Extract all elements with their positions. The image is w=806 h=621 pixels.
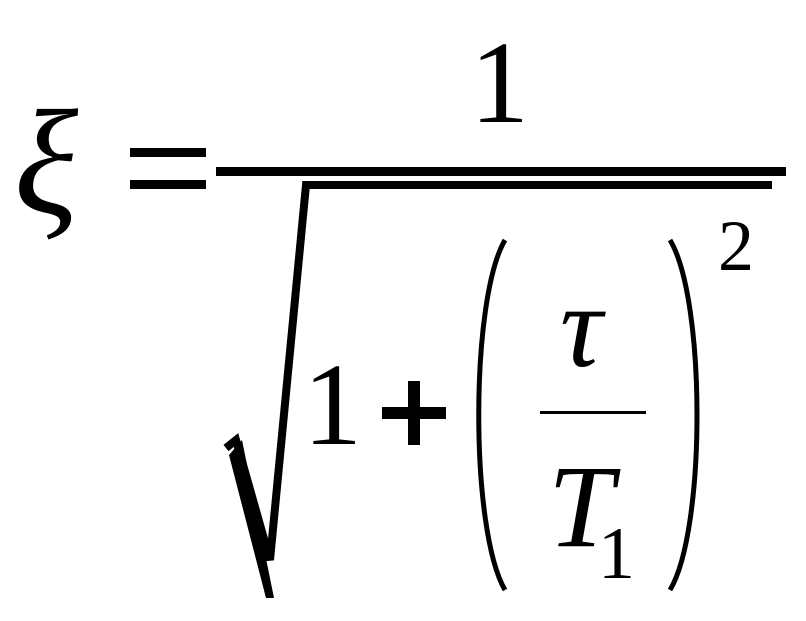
inner-fraction-bar [540,411,646,414]
square-root-tail [229,440,274,598]
denominator-one: 1 [303,339,362,470]
plus-sign [382,381,446,445]
tau-symbol: τ [560,261,606,392]
right-parenthesis [667,238,700,592]
t-symbol: T [548,441,621,572]
equals-sign [130,148,206,189]
main-fraction-bar [216,167,786,176]
numerator-one: 1 [470,17,529,148]
square-root-sign [223,181,772,562]
xi-symbol: ξ [14,80,79,246]
t-subscript-one: 1 [598,513,635,595]
left-parenthesis [476,238,508,592]
exponent-two: 2 [718,206,754,286]
